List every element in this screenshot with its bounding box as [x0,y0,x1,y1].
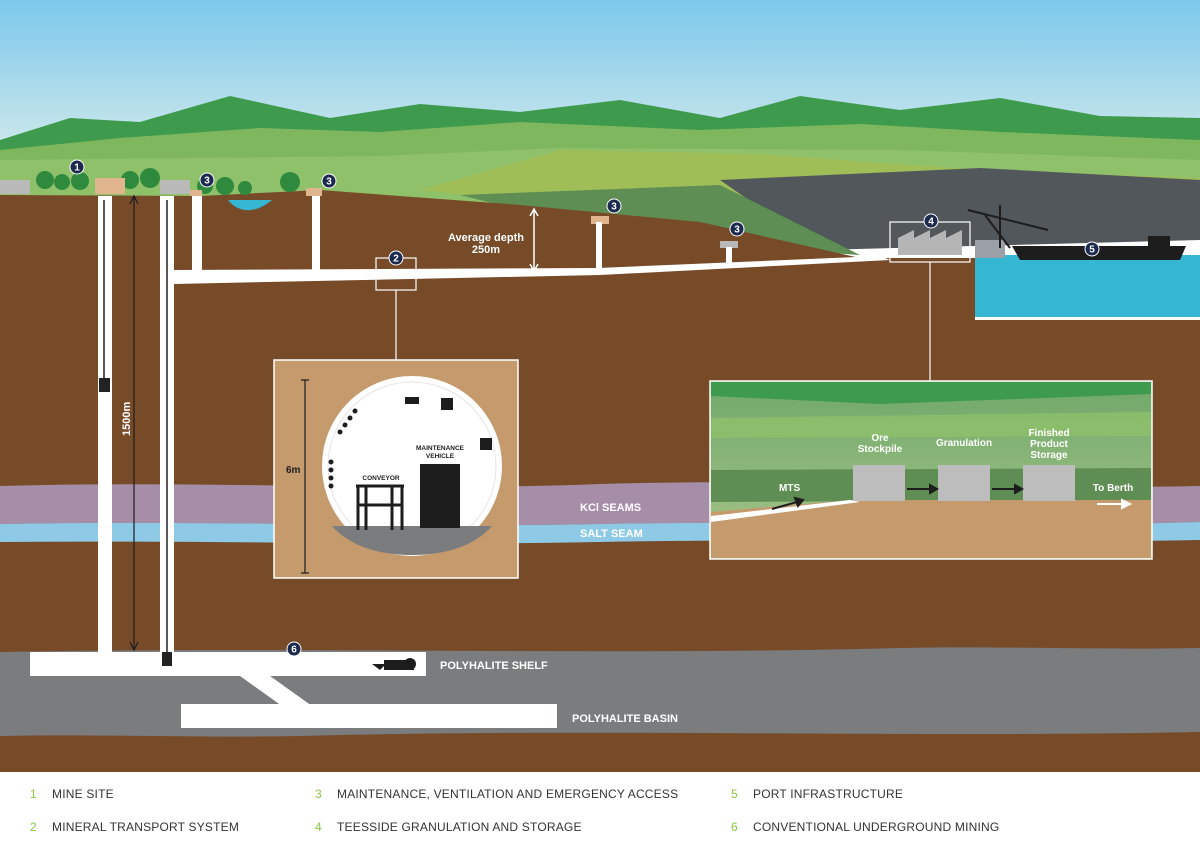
conveyor-label: CONVEYOR [362,475,400,482]
svg-text:6: 6 [291,645,297,656]
badge-5: 5 [1084,241,1100,257]
badge-4: 4 [923,213,939,229]
inset-mts-tunnel [711,500,860,522]
svg-text:5: 5 [1089,245,1095,256]
loader-crane-icon [967,205,1049,249]
legend-item-mineral-transport: 2 MINERAL TRANSPORT SYSTEM [30,820,239,834]
granulation-label: Granulation [936,438,992,449]
vehicle-label-2: VEHICLE [426,453,455,460]
legend-item-port: 5 PORT INFRASTRUCTURE [731,787,903,801]
tunnel-inner [327,381,497,551]
badge-3-c: 3 [606,198,622,214]
svg-text:3: 3 [734,225,740,236]
ore-label-2: Stockpile [858,444,903,455]
legend-number: 3 [315,787,322,801]
legend-number: 4 [315,820,322,834]
depth-arrow [529,207,539,273]
process-inset: MTS Ore Stockpile Granulation Finished P… [709,380,1153,560]
hoist-skip [99,378,110,392]
svg-text:3: 3 [611,202,617,213]
granulation-box [938,465,990,501]
legend-item-teesside: 4 TEESSIDE GRANULATION AND STORAGE [315,820,582,834]
polyhalite-basin-label: POLYHALITE BASIN [572,713,678,725]
legend-number: 1 [30,787,37,801]
average-depth-label: Average depth [448,232,524,244]
tunnel-floor [332,526,492,555]
badge-3-a: 3 [199,172,215,188]
hoist-cage [162,652,172,666]
mts-label: MTS [779,483,800,494]
svg-text:2: 2 [393,254,399,265]
buildings [0,178,738,248]
legend-label: PORT INFRASTRUCTURE [753,787,904,801]
finished-storage-box [1023,465,1075,501]
inset-field [711,412,1151,438]
sea [975,255,1200,317]
svg-text:3: 3 [204,176,210,187]
legend-item-maintenance: 3 MAINTENANCE, VENTILATION AND EMERGENCY … [315,787,678,801]
tunnel-height-label: 6m [286,465,301,476]
light-icon [405,397,419,404]
ore-label-1: Ore [871,433,889,444]
inset-hills [711,382,1151,404]
mining-machine-icon [372,658,416,670]
badge-2: 2 [388,250,404,266]
svg-text:3: 3 [326,177,332,188]
fan-icon-2 [480,438,492,450]
average-depth-value: 250m [472,244,500,256]
svg-text:4: 4 [928,217,934,228]
inset-ground [711,500,1151,558]
finished-label-3: Storage [1030,450,1068,461]
ship-bridge [1148,236,1170,248]
legend-item-mine-site: 1 MINE SITE [30,787,114,801]
badge-3-b: 3 [321,173,337,189]
badge-1: 1 [69,159,85,175]
shaft-depth-label: 1500m [121,402,133,436]
tunnel-inset: 6m MAINTENANCE VEHICLE CONVEYOR [273,359,519,579]
diagram-canvas: Average depth 250m 1500m KCl SEAMS SALT … [0,0,1200,772]
earth [0,190,1200,772]
ore-stockpile-box [853,465,905,501]
shaft-depth-arrow [129,194,139,652]
svg-text:1: 1 [74,163,80,174]
legend-label: MINERAL TRANSPORT SYSTEM [52,820,240,834]
legend-label: TEESSIDE GRANULATION AND STORAGE [337,820,582,834]
pond [228,200,272,211]
industrial-ground [720,168,1200,250]
process-arrows [771,483,1025,510]
legend-item-mining: 6 CONVENTIONAL UNDERGROUND MINING [731,820,999,834]
maintenance-vehicle-icon [420,464,460,528]
factory-icon [898,230,962,255]
quay [975,240,1005,258]
ship-icon [1012,246,1186,260]
finished-label-2: Product [1030,439,1068,450]
legend-label: CONVENTIONAL UNDERGROUND MINING [753,820,1000,834]
to-berth-label: To Berth [1093,483,1133,494]
legend-label: MINE SITE [52,787,114,801]
badge-6: 6 [286,641,302,657]
salt-seam-label: SALT SEAM [580,528,643,540]
legend-number: 6 [731,820,738,834]
vehicle-label-1: MAINTENANCE [416,445,465,452]
kcl-seams-label: KCl SEAMS [580,502,641,514]
legend-label: MAINTENANCE, VENTILATION AND EMERGENCY A… [337,787,679,801]
polyhalite-shelf-label: POLYHALITE SHELF [440,660,548,672]
legend-number: 5 [731,787,738,801]
fan-icon [441,398,453,410]
to-berth-arrow [1097,498,1133,510]
finished-label-1: Finished [1028,428,1069,439]
conveyor-icon [356,484,404,530]
pipes-icon [328,408,358,489]
legend-number: 2 [30,820,37,834]
badge-3-d: 3 [729,221,745,237]
legend: 1 MINE SITE 2 MINERAL TRANSPORT SYSTEM 3 MA… [0,772,1200,849]
